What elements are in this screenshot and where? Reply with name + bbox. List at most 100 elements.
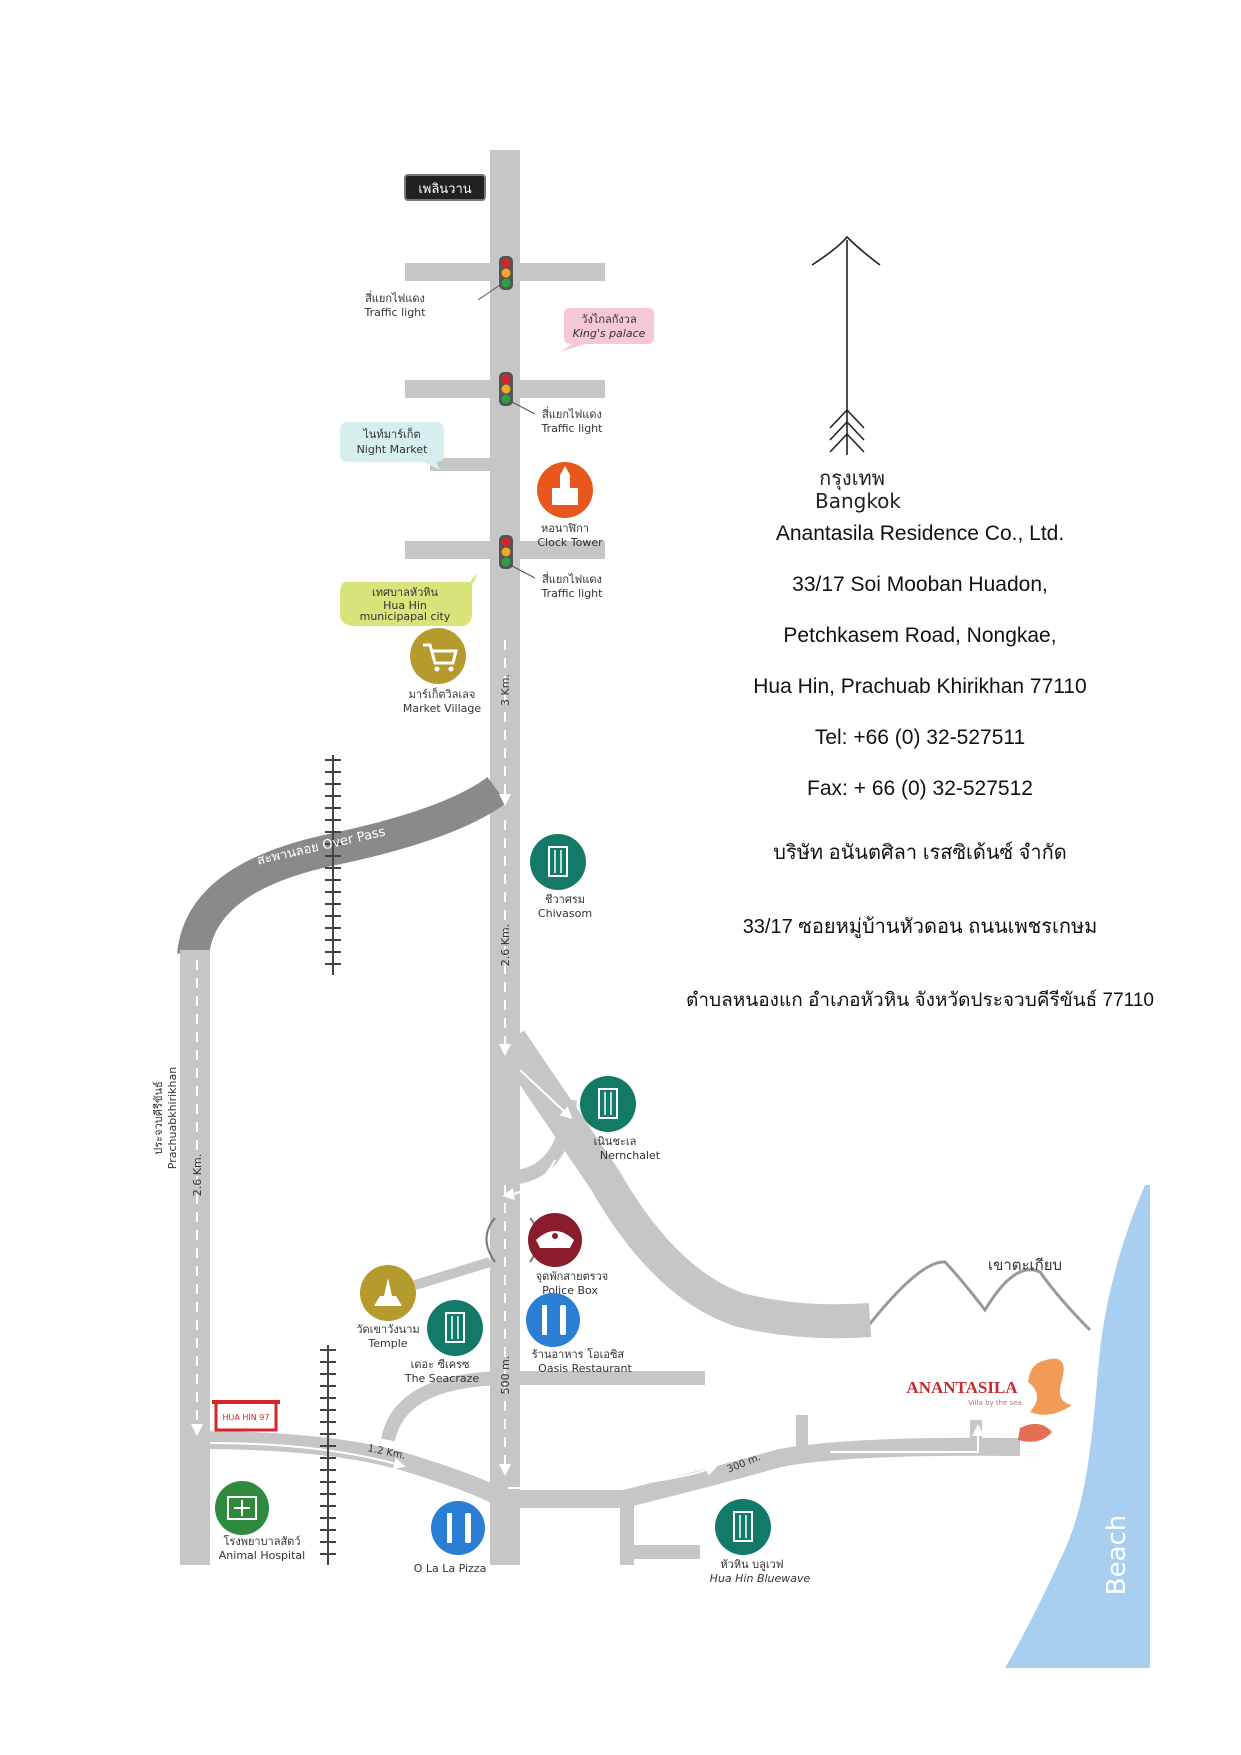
police-box-label-th: จุดพักสายตรวจ	[536, 1270, 609, 1283]
seacraze-label-th: เดอะ ซีเครซ	[411, 1358, 470, 1371]
municipal-city-label-th: เทศบาลหัวหิน	[372, 586, 439, 599]
night-market-road	[430, 458, 492, 471]
kings-palace-bubble	[560, 308, 654, 352]
overpass-road	[177, 776, 507, 958]
traffic-light-icon	[499, 372, 513, 406]
brand-name: ANANTASILA	[906, 1378, 1018, 1397]
municipal-city-label-en2: municipapal city	[360, 610, 451, 623]
building-glyph	[733, 1511, 753, 1542]
kings-palace-label-en: King's palace	[573, 327, 646, 340]
traffic-light-icon	[499, 535, 513, 569]
traffic-light-1-label-en: Traffic light	[364, 306, 427, 319]
temple-link-road	[413, 1257, 492, 1290]
knife-glyph	[465, 1513, 471, 1543]
address-line1-en: 33/17 Soi Mooban Huadon,	[792, 573, 1048, 596]
building-icon	[427, 1300, 483, 1356]
traffic-light-1-label-th: สี่แยกไฟแดง	[365, 290, 425, 305]
side-road	[180, 950, 210, 1565]
police-checkpoint-arc	[485, 1217, 496, 1263]
building-glyph	[445, 1312, 465, 1343]
kings-palace-label-th: วังไกลกังวล	[581, 313, 636, 326]
address-line2-en: Petchkasem Road, Nongkae,	[783, 624, 1057, 647]
mountain-outline	[863, 1260, 1092, 1332]
bluewave-label-th: หัวหิน บลูเวฟ	[720, 1558, 783, 1571]
distance-500m: 500 m.	[499, 1356, 512, 1395]
anantasila-logo	[1018, 1358, 1072, 1442]
fork-glyph	[542, 1305, 547, 1335]
chivasom-label-th: ชีวาศรม	[545, 893, 585, 906]
oasis-label-th: ร้านอาหาร โอเอซิส	[532, 1347, 625, 1361]
night-market-label-th: ไนท์มาร์เก็ต	[362, 427, 420, 441]
temple-glyph	[374, 1278, 402, 1306]
knife-glyph	[560, 1305, 566, 1335]
lane-arrow	[502, 1159, 556, 1200]
bluewave-road	[617, 1437, 1021, 1509]
olala-pizza-label: O La La Pizza	[414, 1562, 487, 1575]
clock-tower-glyph	[552, 466, 578, 505]
night-market-bubble	[340, 422, 444, 470]
address-line3-en: Hua Hin, Prachuab Khirikhan 77110	[753, 675, 1087, 698]
building-glyph	[548, 846, 568, 877]
lane-arrow	[209, 1442, 406, 1470]
lane-arrow	[508, 1464, 718, 1489]
temple-label-en: Temple	[367, 1337, 407, 1350]
north-arrow-icon	[811, 235, 881, 455]
building-icon	[715, 1499, 771, 1555]
leader-lines	[477, 284, 536, 579]
animal-hospital-label-th: โรงพยาบาลสัตว์	[224, 1534, 301, 1548]
mountain-label: เขาตะเกียบ	[988, 1256, 1062, 1274]
railway-track-lower	[320, 1345, 336, 1565]
fork-glyph	[447, 1513, 452, 1543]
building-icon	[580, 1076, 636, 1132]
address-line1-th: 33/17 ซอยหมู่บ้านหัวดอน ถนนเพชรเกษม	[742, 916, 1098, 938]
police-cap-glyph	[536, 1231, 574, 1248]
restaurant-icon	[431, 1501, 485, 1555]
prachuab-label-th: ประจวบคีรีขันธ์	[152, 1081, 165, 1154]
address-fax: Fax: + 66 (0) 32-527512	[807, 777, 1033, 800]
branch-north-2	[970, 1420, 982, 1450]
bangkok-label-th: กรุงเทพ	[819, 466, 885, 491]
lower-east-road	[505, 1490, 625, 1508]
distance-2-6km-main: 2.6 Km.	[499, 924, 512, 966]
sea-area	[1005, 1185, 1150, 1668]
address-tel: Tel: +66 (0) 32-527511	[814, 726, 1026, 749]
address-company-en: Anantasila Residence Co., Ltd.	[775, 522, 1065, 545]
clock-tower-label-en: Clock Tower	[537, 536, 603, 549]
building-glyph	[598, 1088, 618, 1119]
municipal-city-bubble	[340, 572, 478, 626]
oasis-label-en: Oasis Restaurant	[538, 1362, 632, 1375]
bangkok-label-en: Bangkok	[815, 489, 901, 513]
shopping-cart-glyph	[423, 643, 458, 665]
branch-north-1	[796, 1415, 808, 1455]
market-village-label-th: มาร์เก็ตวิลเลจ	[409, 687, 476, 701]
road-markings	[191, 640, 984, 1489]
restaurant-icon	[526, 1293, 580, 1347]
traffic-light-icon	[499, 256, 513, 290]
traffic-light-3-label-en: Traffic light	[541, 587, 604, 600]
hua-hin-97-label: HUA HIN 97	[223, 1413, 270, 1422]
seacraze-label-en: The Seacraze	[404, 1372, 480, 1385]
seacraze-road	[381, 1371, 705, 1442]
temple-label-th: วัดเขาวังนาม	[356, 1323, 419, 1336]
hospital-glyph	[227, 1496, 257, 1520]
address-line2-th: ตำบลหนองแก อำเภอหัวหิน จังหวัดประจวบคีรี…	[686, 990, 1154, 1011]
lane-arrow	[830, 1424, 984, 1453]
road-network	[177, 150, 1021, 1565]
traffic-light-3-label-th: สี่แยกไฟแดง	[542, 571, 602, 586]
road-sign-plate	[404, 174, 486, 201]
clock-tower-label-th: หอนาฬิกา	[541, 522, 589, 535]
market-village-label-en: Market Village	[403, 702, 481, 715]
address-company-th: บริษัท อนันตศิลา เรสซิเด้นซ์ จำกัด	[773, 842, 1067, 864]
building-icon	[530, 834, 586, 890]
brand-tagline: Villa by the sea	[968, 1399, 1022, 1407]
prachuab-label-en: Prachuabkhirikhan	[166, 1067, 179, 1169]
railway-track-upper	[325, 755, 341, 975]
municipal-city-label-en1: Hua Hin	[383, 599, 427, 612]
shopping-cart-icon	[410, 628, 466, 684]
bluewave-label-en: Hua Hin Bluewave	[710, 1572, 811, 1585]
distance-3km: 3 Km.	[499, 674, 512, 706]
night-market-label-en: Night Market	[357, 443, 429, 456]
nernchalet-label-th: เนินชะเล	[594, 1135, 637, 1148]
traffic-light-2-label-en: Traffic light	[541, 422, 604, 435]
